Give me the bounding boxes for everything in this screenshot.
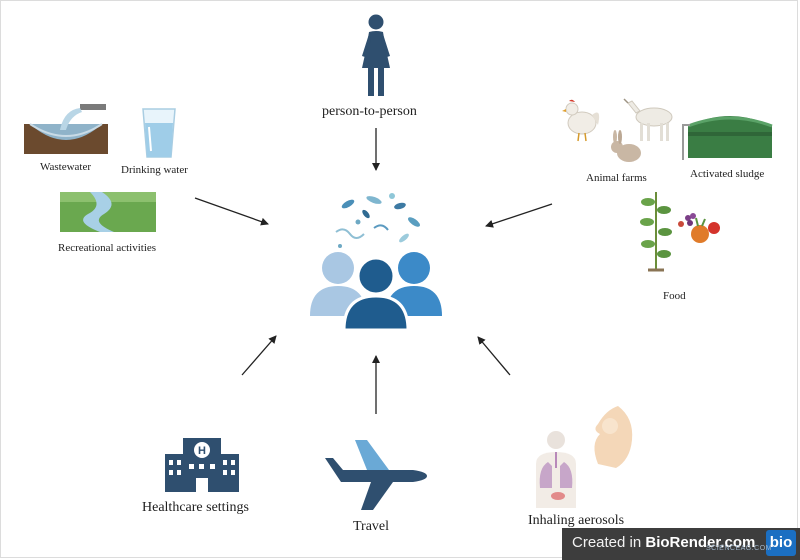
- label-recreational: Recreational activities: [58, 242, 157, 254]
- watermark: SCIENCEAG.COM: [706, 545, 773, 552]
- people-group-icon: [310, 252, 442, 332]
- drinking-water-icon: [142, 108, 176, 158]
- river-icon: [60, 192, 156, 232]
- label-travel: Travel: [353, 519, 390, 534]
- biorender-logo-icon[interactable]: bio: [766, 530, 796, 556]
- arrow-bottom-left: [241, 335, 277, 376]
- label-healthcare: Healthcare settings: [142, 500, 249, 515]
- plant-icon: [640, 192, 672, 272]
- hospital-icon: H: [165, 438, 239, 492]
- biorender-badge-text[interactable]: Created in BioRender.com: [572, 534, 755, 551]
- biorender-badge[interactable]: [562, 528, 800, 560]
- goat-icon: [623, 98, 673, 141]
- arrow-bottom-right: [477, 336, 511, 376]
- badge-prefix: Created in: [572, 534, 646, 551]
- bacteria-icon: [335, 193, 420, 248]
- badge-brand: BioRender.com: [645, 534, 756, 551]
- label-animal-farms: Animal farms: [586, 172, 647, 184]
- arrow-left: [194, 197, 269, 226]
- label-person-to-person: person-to-person: [322, 104, 417, 119]
- label-food: Food: [663, 290, 686, 302]
- svg-text:H: H: [198, 445, 206, 457]
- arrow-right: [485, 203, 553, 228]
- rabbit-icon: [611, 130, 641, 162]
- airplane-icon: [325, 440, 427, 510]
- woman-icon: [362, 14, 390, 96]
- vegetables-icon: [678, 213, 720, 243]
- chicken-icon: [562, 99, 600, 142]
- label-activated-sludge: Activated sludge: [690, 168, 765, 180]
- label-wastewater: Wastewater: [40, 161, 92, 173]
- label-inhaling: Inhaling aerosols: [528, 513, 625, 528]
- label-drinking-water: Drinking water: [121, 164, 188, 176]
- wastewater-icon: [24, 104, 108, 154]
- sludge-tank-icon: [682, 116, 773, 160]
- lungs-icon: [536, 431, 576, 508]
- face-icon: [594, 406, 633, 468]
